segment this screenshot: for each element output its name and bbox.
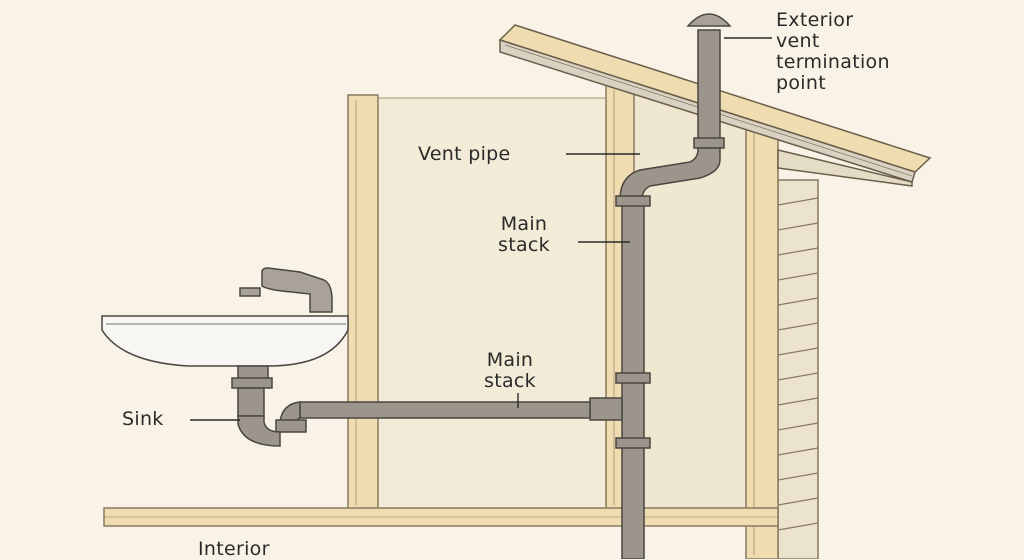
label-main-stack-horizontal: Main stack — [484, 349, 536, 392]
exterior-siding — [777, 179, 819, 559]
wall-cavity — [634, 95, 746, 508]
label-exterior-vent: Exterior vent termination point — [776, 9, 890, 94]
wall-panel — [377, 97, 607, 509]
label-main-stack-vertical: Main stack — [498, 213, 550, 256]
vent-pipe — [619, 13, 732, 201]
sink-fixture — [101, 267, 349, 447]
main-stack-pipe — [589, 195, 651, 559]
leader-lines — [190, 37, 772, 421]
label-sink: Sink — [122, 408, 164, 430]
label-interior: Interior — [198, 538, 270, 560]
label-vent-pipe: Vent pipe — [418, 143, 511, 165]
floor-plate — [103, 507, 779, 527]
